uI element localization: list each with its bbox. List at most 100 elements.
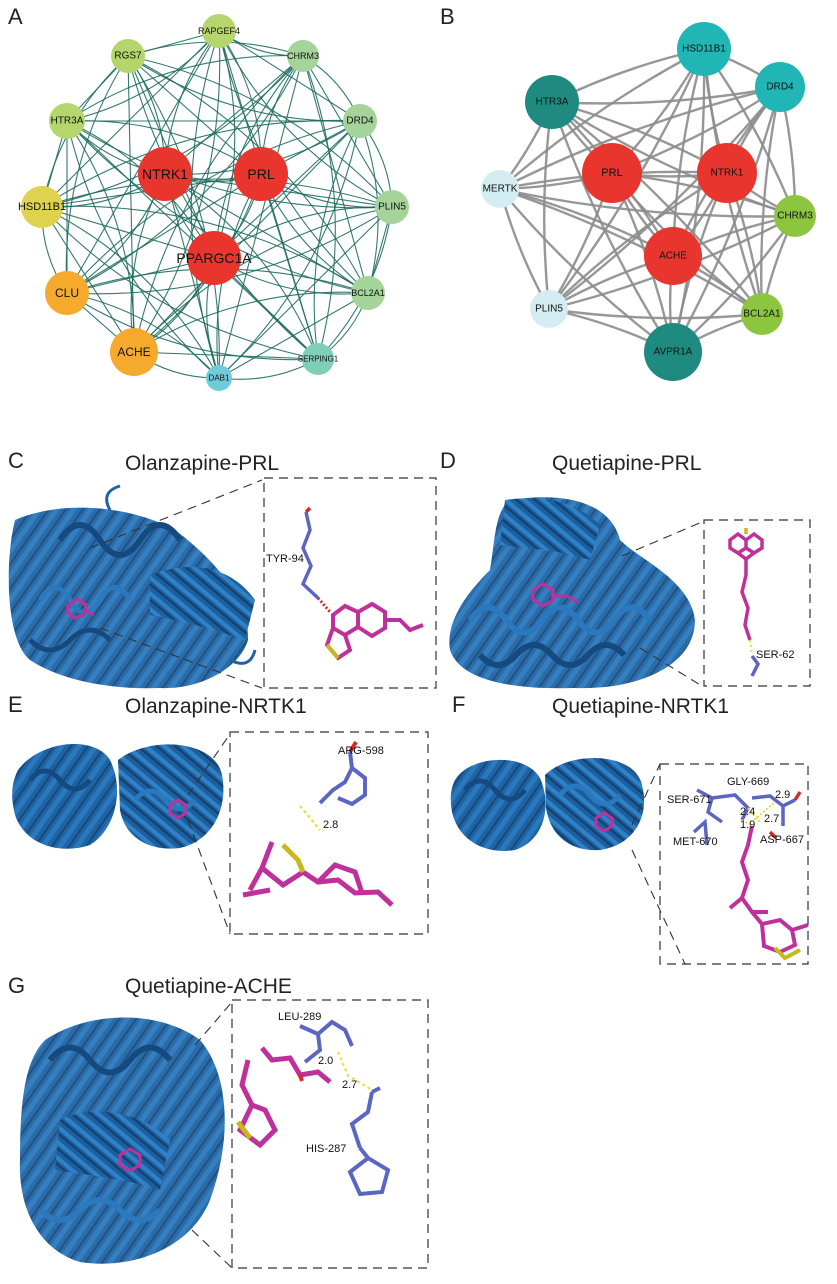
network-a-edge-37: [302, 55, 336, 360]
network-a-node-rgs7: [111, 39, 145, 73]
network-a-edge-58: [313, 120, 361, 360]
network-a-edge-47: [66, 120, 135, 353]
zoom-line-top-g: [194, 1001, 233, 1046]
network-a-node-plin5: [375, 190, 409, 224]
panel-f: F Quetiapine-NRTK1 GLY-669 SER-671 MET-6…: [450, 692, 809, 965]
network-b-node-label-prl: PRL: [601, 167, 622, 179]
distance-label-e-0: 2.8: [323, 819, 338, 831]
ligand-residue-detail-g: [236, 1019, 391, 1197]
network-a-edge-99: [133, 291, 369, 353]
network-a-edge-6: [41, 30, 220, 208]
network-a-edge-97: [66, 292, 319, 361]
network-a-node-prl: [234, 147, 288, 201]
network-a-node-label-bcl2a1: BCL2A1: [351, 288, 385, 298]
network-a-node-label-ntrk1: NTRK1: [142, 166, 188, 182]
protein-structure-ache-quetiapine: [19, 1017, 225, 1264]
inset-box-f: [659, 763, 809, 965]
distance-label-f-1: 2.4: [740, 806, 755, 818]
network-b-edge-32: [499, 187, 763, 316]
network-a-node-ache: [110, 328, 158, 376]
network-b-edge-24: [548, 86, 781, 310]
network-a-node-label-drd4: DRD4: [346, 116, 374, 127]
network-b-node-label-htr3a: HTR3A: [536, 97, 569, 108]
network-a-edge-36: [133, 55, 304, 353]
network-b-edge-19: [499, 85, 781, 191]
panel-title-f: Quetiapine-NRTK1: [552, 695, 729, 718]
network-b-node-label-drd4: DRD4: [766, 82, 794, 93]
network-a-edge-82: [41, 206, 319, 360]
network-a-edge-27: [66, 55, 304, 122]
residue-label-g-1: HIS-287: [306, 1143, 346, 1155]
network-a-node-label-serping1: SERPING1: [298, 355, 339, 364]
network-a-edge-101: [218, 292, 369, 379]
residue-label-d-0: SER-62: [756, 649, 795, 661]
network-b-node-label-ntrk1: NTRK1: [711, 168, 744, 179]
panel-letter-f: F: [452, 692, 465, 717]
residue-label-f-2: MET-670: [673, 836, 718, 848]
ligand-residue-detail-c: [300, 506, 424, 661]
network-a-node-label-dab1: DAB1: [209, 374, 230, 383]
network-b-edge-17: [551, 101, 763, 315]
network-b-node-label-plin5: PLIN5: [535, 304, 563, 315]
zoom-line-top-c: [89, 479, 263, 549]
inset-box-d: [703, 519, 811, 687]
panel-title-g: Quetiapine-ACHE: [125, 975, 292, 998]
network-a-edge-46: [66, 120, 369, 294]
network-a-edge-38: [218, 55, 304, 379]
panel-c: C Olanzapine-PRL TYR-94: [8, 448, 437, 689]
network-a-edge-43: [66, 120, 393, 209]
network-b-edge-26: [671, 86, 782, 353]
network-a-edge-57: [133, 120, 361, 353]
network-a-edge-34: [66, 55, 304, 294]
network-b-edge-33: [499, 188, 674, 353]
distance-label-g-0: 2.0: [318, 1055, 333, 1067]
network-a-node-label-rgs7: RGS7: [114, 51, 142, 62]
network-a-edge-26: [127, 55, 220, 379]
network-a-edge-72: [66, 173, 262, 294]
panel-title-d: Quetiapine-PRL: [552, 452, 701, 475]
network-a-node-label-hsd11b1: HSD11B1: [18, 201, 66, 213]
residue-label-e-0: ARG-598: [338, 745, 384, 757]
network-a-edge-20: [127, 55, 393, 208]
network-b-edge-52: [548, 307, 763, 320]
distance-label-f-2: 2.7: [764, 813, 779, 825]
network-a-node-chrm3: [287, 40, 319, 72]
zoom-line-bottom-e: [187, 819, 231, 935]
zoom-line-bottom-g: [191, 1229, 233, 1269]
panel-letter-c: C: [8, 448, 24, 473]
network-b-node-ntrk1: [697, 143, 757, 203]
panel-letter-g: G: [8, 973, 25, 998]
distance-label-f-3: 1.9: [740, 819, 755, 831]
network-b-node-avpr1a: [644, 323, 702, 381]
network-a-node-serping1: [302, 343, 334, 375]
network-a-node-drd4: [343, 104, 377, 138]
inset-box-e: [229, 731, 429, 935]
network-b-node-label-mertk: MERTK: [483, 184, 518, 195]
network-a-node-rapgef4: [202, 14, 236, 48]
network-b-edge-31: [498, 188, 551, 310]
network-a-edge-67: [164, 173, 319, 360]
network-a-node-label-clu: CLU: [55, 286, 79, 300]
distance-label-f-0: 2.9: [775, 789, 790, 801]
network-b-node-bcl2a1: [741, 293, 783, 335]
network-b-node-label-ache: ACHE: [659, 251, 687, 262]
network-b-node-label-hsd11b1: HSD11B1: [682, 44, 726, 55]
network-a-node-ntrk1: [138, 147, 192, 201]
network-a-node-clu: [45, 271, 89, 315]
network-b-node-mertk: [481, 170, 519, 208]
zoom-line-bottom-d: [639, 647, 703, 687]
panel-g: G Quetiapine-ACHE LEU-289 HIS-287 2.0 2.…: [8, 973, 429, 1269]
residue-label-f-0: GLY-669: [727, 776, 769, 788]
network-a-node-label-ppargc1a: PPARGC1A: [176, 250, 252, 266]
network-b-node-chrm3: [774, 195, 816, 237]
network-b-node-plin5: [530, 290, 568, 328]
network-b-edge-9: [671, 48, 706, 353]
zoom-line-top-d: [621, 521, 703, 557]
network-a-edge-22: [65, 55, 129, 294]
inset-box-g: [231, 999, 429, 1269]
network-a-node-label-rapgef4: RAPGEF4: [198, 26, 240, 36]
residue-label-f-3: ASP-667: [760, 834, 804, 846]
